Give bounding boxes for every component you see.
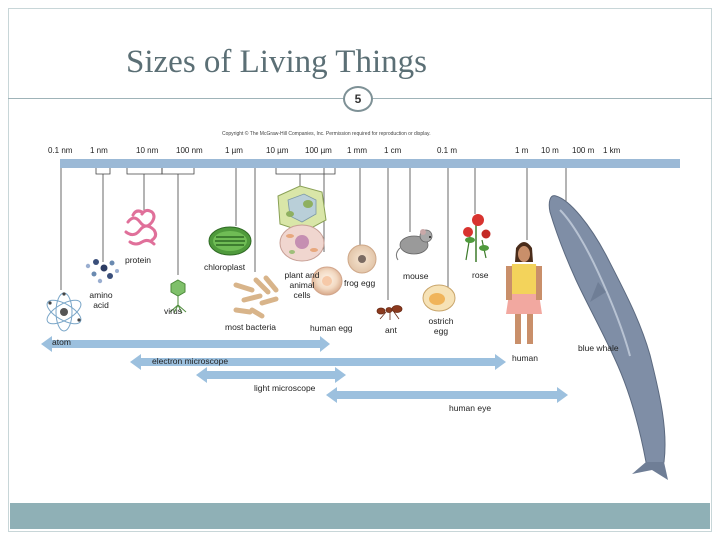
electron-microscope-arrow [130,354,506,370]
slide-frame [8,8,712,532]
scale-label-1cm: 1 cm [384,146,402,155]
label-protein: protein [125,255,151,265]
label-virus: virus [164,306,182,316]
range-arrows [41,336,568,403]
slide-number-badge: 5 [343,86,373,112]
scale-label-100m: 100 m [572,146,595,155]
label-chloroplast: chloroplast [204,262,246,272]
label-ant: ant [385,325,397,335]
label-light-microscope: light microscope [254,383,316,393]
bacteria-icon [233,275,279,319]
animal-cell-icon [279,224,325,262]
label-frog-egg: frog egg [344,278,376,288]
label-human-egg: human egg [310,323,353,333]
scale-label-1m: 1 m [515,146,529,155]
ostrich-egg-icon [422,284,456,312]
ant-icon [376,305,403,320]
label-plant-animal-cells: plant and animal cells [284,270,320,300]
copyright-notice: Copyright © The McGraw-Hill Companies, I… [222,131,431,137]
human-egg-nucleus [322,276,332,286]
frog-egg-core [358,255,366,263]
label-human: human [512,353,538,363]
label-blue-whale: blue whale [578,343,619,353]
scale-label-100nm: 100 nm [176,146,203,155]
rose-icon [463,214,491,262]
human-icon [506,242,542,344]
blue-whale-icon [548,195,668,480]
atom-icon [46,292,82,332]
amino-acid-icon [85,259,119,284]
label-most-bacteria: most bacteria [225,322,277,332]
plant-cell-icon [277,185,327,233]
atom-range-arrow [41,336,330,352]
scale-label-1nm: 1 nm [90,146,108,155]
scale-axis [60,159,680,168]
label-rose: rose [472,270,489,280]
scale-label-0-1m: 0.1 m [437,146,458,155]
light-microscope-arrow [196,367,346,383]
leader-lines [60,168,567,300]
scale-label-10m: 10 m [541,146,559,155]
virus-icon [169,279,187,314]
slide-title: Sizes of Living Things [126,44,427,80]
footer-bar [10,503,710,529]
label-amino-acid: amino acid [89,290,113,310]
scale-label-10um: 10 µm [266,146,289,155]
label-mouse: mouse [403,271,429,281]
label-ostrich-egg: ostrich egg [428,316,454,336]
scale-label-0-1nm: 0.1 nm [48,146,73,155]
label-electron-microscope: electron microscope [152,356,229,366]
label-atom: atom [52,337,71,347]
chloroplast-icon [208,226,252,256]
mouse-icon [395,229,433,261]
scale-label-1km: 1 km [603,146,621,155]
scale-label-1um: 1 µm [225,146,243,155]
scale-label-1mm: 1 mm [347,146,367,155]
label-human-eye: human eye [449,403,492,413]
scale-label-10nm: 10 nm [136,146,159,155]
human-eye-arrow [326,387,568,403]
scale-label-100um: 100 µm [305,146,332,155]
protein-icon [124,208,158,246]
